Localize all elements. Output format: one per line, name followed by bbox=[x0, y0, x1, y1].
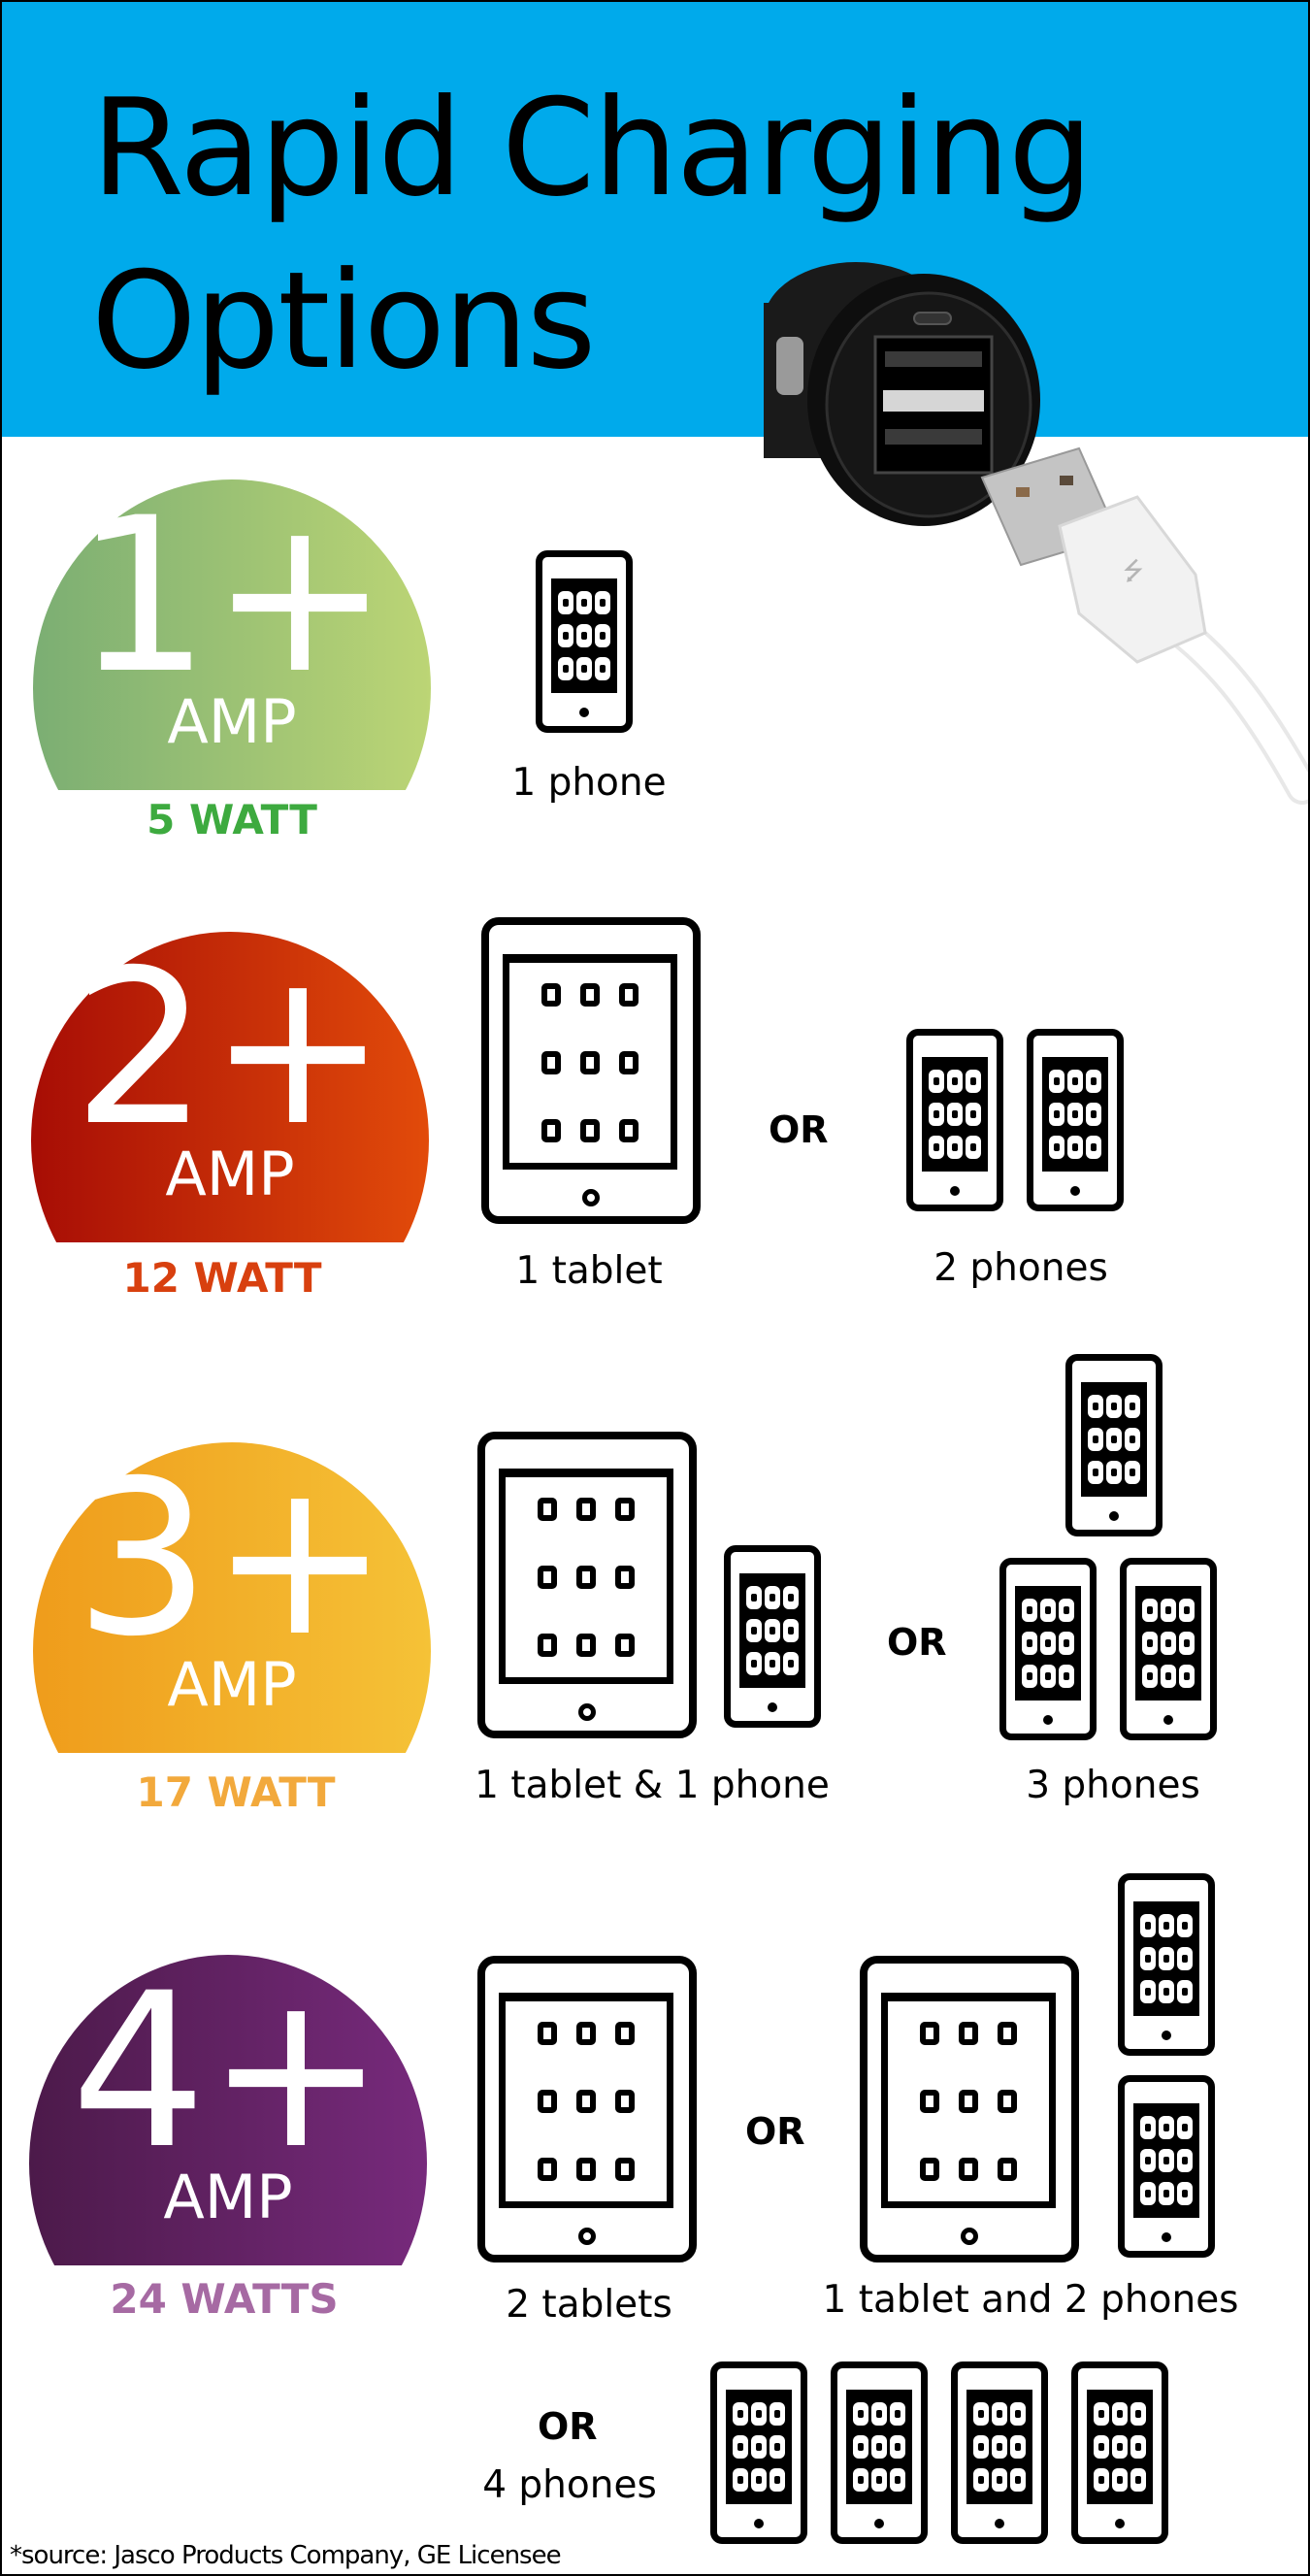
option-label: 2 phones bbox=[933, 1246, 1108, 1290]
option-label: 2 tablets bbox=[506, 2283, 672, 2327]
usb-car-charger-icon: ⭍ bbox=[764, 262, 1308, 805]
phone-icon bbox=[906, 1029, 1003, 1211]
or-separator: OR bbox=[538, 2405, 598, 2448]
amp-number: 4+ bbox=[70, 1955, 386, 2196]
title-line-2: Options bbox=[91, 243, 596, 399]
phone-icon bbox=[999, 1558, 1097, 1740]
amp-unit: AMP bbox=[167, 686, 297, 757]
amp-unit: AMP bbox=[163, 2162, 293, 2232]
watt-label: 12 WATT bbox=[122, 1254, 322, 1302]
amp-badge-2: 2+ AMP bbox=[31, 932, 429, 1242]
amp-badge-3: 3+ AMP bbox=[33, 1442, 431, 1753]
option-label: 1 tablet bbox=[515, 1249, 663, 1293]
header-banner: Rapid Charging Options bbox=[2, 2, 1308, 437]
option-label: 3 phones bbox=[1026, 1764, 1200, 1807]
amp-badge-1: 1+ AMP bbox=[33, 479, 431, 790]
tablet-icon bbox=[860, 1956, 1079, 2262]
phone-icon bbox=[710, 2361, 807, 2544]
title-line-1: Rapid Charging bbox=[91, 70, 1094, 226]
watt-label: 17 WATT bbox=[136, 1768, 336, 1816]
amp-unit: AMP bbox=[167, 1649, 297, 1720]
or-separator: OR bbox=[769, 1108, 829, 1151]
amp-number: 2+ bbox=[72, 932, 388, 1172]
watt-label: 24 WATTS bbox=[110, 2275, 339, 2323]
phone-icon bbox=[1065, 1354, 1163, 1536]
svg-text:⭍: ⭍ bbox=[1123, 557, 1144, 586]
option-label: 4 phones bbox=[482, 2463, 657, 2507]
amp-unit: AMP bbox=[165, 1139, 295, 1209]
watt-label: 5 WATT bbox=[147, 796, 317, 843]
phone-icon bbox=[1027, 1029, 1124, 1211]
tablet-icon bbox=[481, 917, 701, 1224]
tablet-icon bbox=[477, 1432, 697, 1738]
phone-icon bbox=[1120, 1558, 1217, 1740]
phone-icon bbox=[1118, 1873, 1215, 2056]
or-separator: OR bbox=[887, 1621, 947, 1664]
phone-icon bbox=[536, 550, 633, 733]
option-label: 1 tablet and 2 phones bbox=[822, 2278, 1239, 2322]
amp-badge-4: 4+ AMP bbox=[29, 1955, 427, 2265]
phone-icon bbox=[951, 2361, 1048, 2544]
phone-icon bbox=[831, 2361, 928, 2544]
phone-icon bbox=[724, 1545, 821, 1728]
tablet-icon bbox=[477, 1956, 697, 2262]
source-citation: *source: Jasco Products Company, GE Lice… bbox=[10, 2541, 562, 2570]
option-label: 1 phone bbox=[511, 761, 667, 805]
amp-number: 1+ bbox=[74, 479, 390, 720]
phone-icon bbox=[1118, 2075, 1215, 2258]
or-separator: OR bbox=[745, 2110, 805, 2153]
amp-number: 3+ bbox=[74, 1442, 390, 1683]
page-title: Rapid Charging Options bbox=[91, 62, 1094, 408]
phone-icon bbox=[1071, 2361, 1168, 2544]
option-label: 1 tablet & 1 phone bbox=[475, 1764, 830, 1807]
